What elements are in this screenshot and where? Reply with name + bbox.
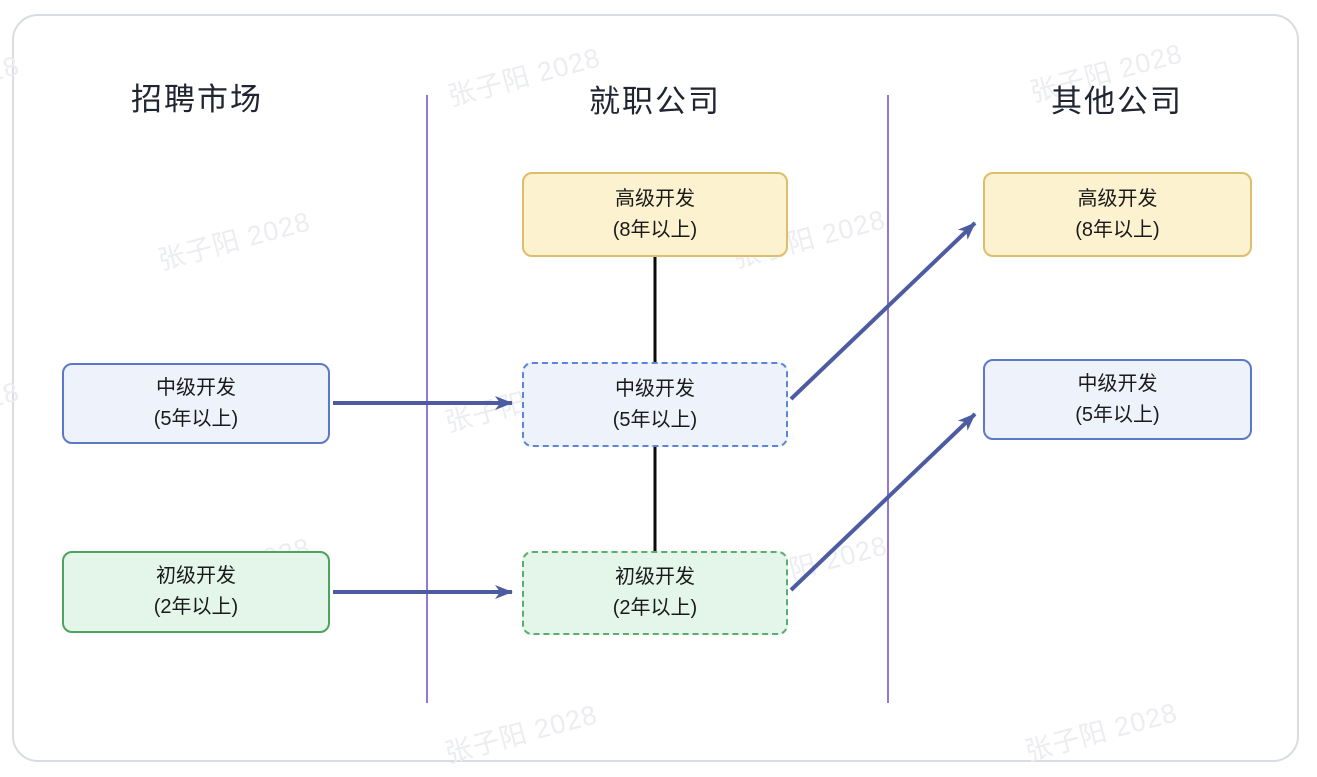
column-header-company: 就职公司	[589, 84, 721, 119]
node-subtitle: (2年以上)	[612, 597, 698, 619]
node-title: 初级开发	[156, 565, 236, 587]
arrow-company-mid-to-other-senior	[789, 221, 977, 401]
node-market-mid: 中级开发 (5年以上)	[62, 363, 330, 444]
node-title: 高级开发	[1077, 187, 1158, 210]
arrow-company-junior-to-other-mid	[789, 412, 977, 592]
node-title: 中级开发	[156, 376, 236, 399]
node-company-senior: 高级开发 (8年以上)	[522, 172, 788, 257]
node-title: 高级开发	[615, 187, 695, 210]
node-title: 初级开发	[615, 566, 695, 588]
node-title: 中级开发	[1077, 372, 1158, 395]
column-header-other: 其他公司	[1051, 84, 1183, 119]
node-other-mid: 中级开发 (5年以上)	[983, 359, 1252, 440]
node-company-junior: 初级开发 (2年以上)	[522, 551, 788, 635]
watermark: 张子阳 2028	[0, 376, 23, 446]
column-header-market: 招聘市场	[131, 82, 263, 117]
watermark: 张子阳 2028	[1021, 697, 1181, 767]
node-subtitle: (8年以上)	[1075, 218, 1160, 241]
node-subtitle: (5年以上)	[1075, 403, 1160, 426]
node-company-mid: 中级开发 (5年以上)	[522, 362, 788, 447]
node-subtitle: (8年以上)	[612, 218, 698, 241]
node-title: 中级开发	[615, 377, 695, 400]
watermark: 张子阳 2028	[441, 699, 601, 769]
node-subtitle: (5年以上)	[612, 408, 698, 431]
watermark: 张子阳 2028	[154, 206, 314, 276]
node-other-senior: 高级开发 (8年以上)	[983, 172, 1252, 257]
watermark: 张子阳 2028	[0, 50, 23, 120]
node-subtitle: (5年以上)	[153, 407, 239, 430]
node-market-junior: 初级开发 (2年以上)	[62, 551, 330, 633]
node-subtitle: (2年以上)	[153, 596, 239, 618]
